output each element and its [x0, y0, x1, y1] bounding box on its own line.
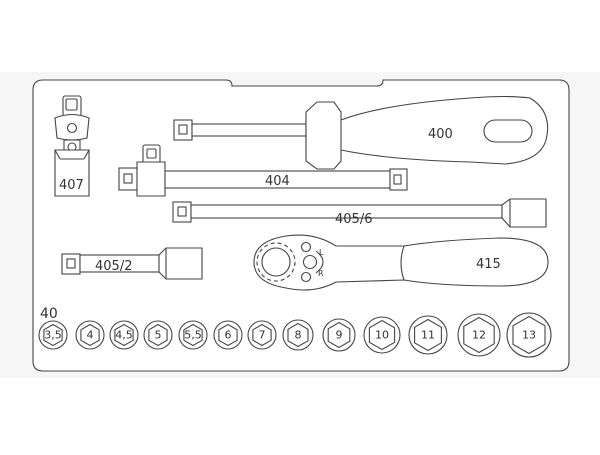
- label-400: 400: [428, 127, 453, 142]
- socket-label: 5,5: [184, 329, 202, 342]
- socket-12: 12: [457, 313, 501, 357]
- socket-5: 5: [143, 320, 173, 350]
- ratchet-mark-right: R: [318, 269, 324, 278]
- socket-row: 3,5 4 4,5 5 5,5 6 7 8 9 10 11 12 13: [38, 312, 552, 358]
- label-415: 415: [476, 257, 501, 272]
- socket-10: 10: [363, 316, 401, 354]
- socket-label: 10: [375, 329, 389, 342]
- universal-joint-407: 407: [54, 95, 90, 197]
- socket-label: 13: [522, 329, 536, 342]
- socket-label: 9: [336, 329, 343, 342]
- socket-label: 3,5: [44, 329, 62, 342]
- socket-label: 11: [421, 329, 435, 342]
- socket-label: 12: [472, 329, 486, 342]
- socket-label: 8: [295, 329, 302, 342]
- socket-13: 13: [506, 312, 552, 358]
- socket-6: 6: [213, 320, 243, 350]
- socket-label: 5: [155, 329, 162, 342]
- socket-11: 11: [408, 315, 448, 355]
- socket-5-5: 5,5: [178, 320, 208, 350]
- label-407: 407: [59, 178, 84, 193]
- socket-label: 6: [225, 329, 232, 342]
- socket-label: 4: [87, 329, 94, 342]
- socket-9: 9: [322, 318, 356, 352]
- label-405-6: 405/6: [335, 212, 372, 227]
- socket-label: 4,5: [115, 329, 133, 342]
- socket-4: 4: [75, 320, 105, 350]
- socket-7: 7: [247, 320, 277, 350]
- socket-8: 8: [282, 319, 314, 351]
- label-405-2: 405/2: [95, 259, 132, 274]
- extension-bar-405-6: 405/6: [172, 198, 547, 228]
- ratchet-mark-left: L: [319, 248, 324, 257]
- socket-group-label: 40: [40, 306, 58, 322]
- ratchet-415: L R 415: [253, 234, 549, 291]
- extension-bar-404: 404: [118, 144, 408, 197]
- socket-4-5: 4,5: [109, 320, 139, 350]
- socket-label: 7: [259, 329, 266, 342]
- label-404: 404: [265, 174, 290, 189]
- socket-3-5: 3,5: [38, 320, 68, 350]
- sliding-t-bar-400: 400: [173, 95, 549, 170]
- extension-bar-405-2: 405/2: [61, 247, 203, 280]
